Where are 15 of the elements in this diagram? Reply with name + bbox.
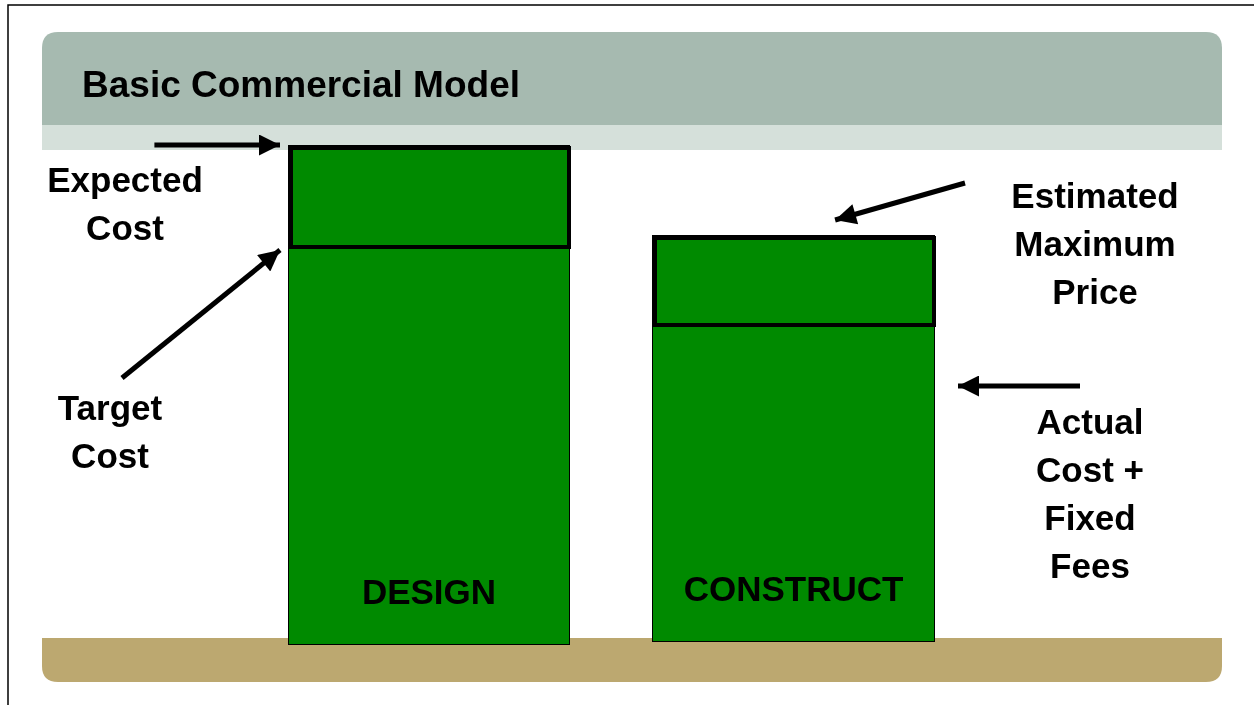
arrow [958, 375, 1080, 397]
arrow [154, 134, 280, 156]
phase-label: CONSTRUCT [682, 568, 905, 610]
cost-segment-box [653, 236, 936, 327]
callout-label: Estimated Maximum Price [1010, 175, 1180, 313]
arrow [834, 180, 966, 225]
phase-label: DESIGN [360, 571, 498, 613]
diagram-title: Basic Commercial Model [82, 63, 520, 107]
cost-bar [652, 235, 935, 642]
cost-bar [288, 145, 570, 645]
arrow [120, 248, 282, 380]
cost-segment-box [289, 146, 571, 249]
callout-label: Actual Cost + Fixed Fees [1035, 401, 1145, 587]
callout-label: Target Cost [56, 387, 164, 477]
callout-label: Expected Cost [46, 159, 204, 249]
